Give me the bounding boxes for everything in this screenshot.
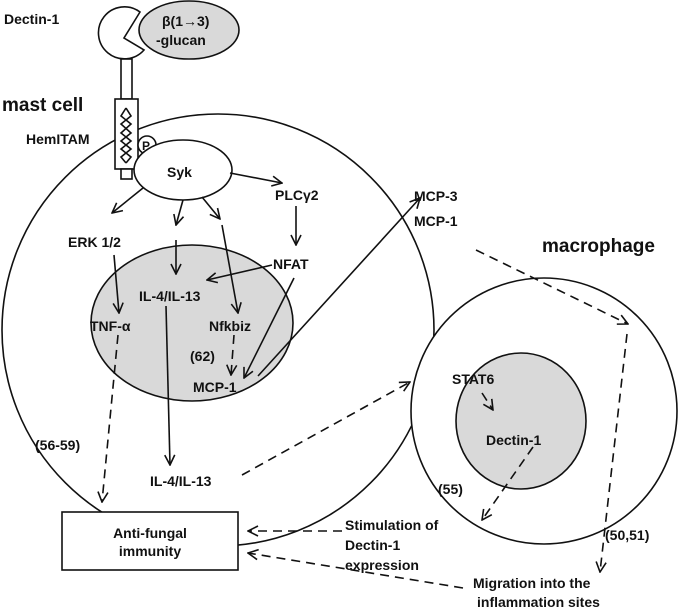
syk-label: Syk — [167, 164, 192, 180]
glucan-label-line2: -glucan — [156, 32, 206, 48]
ref56-59-label: (56-59) — [35, 437, 80, 453]
mcp1-secreted-label: MCP-1 — [414, 213, 458, 229]
glucan-ellipse — [138, 0, 240, 60]
arrow-syk-plcg2 — [229, 172, 282, 183]
hemitam-zigzag-mirror — [119, 107, 133, 164]
arrow-syk-nfkbiz-head — [201, 196, 220, 219]
arrow-syk-erk — [112, 187, 144, 213]
dash-macrophage-migration — [600, 333, 628, 572]
migration-line1: Migration into the — [473, 575, 591, 591]
nfkbiz-label: Nfkbiz — [209, 318, 251, 334]
stat6-label: STAT6 — [452, 371, 494, 387]
antifungal-line2: immunity — [119, 543, 181, 559]
receptor-stalk-upper — [120, 58, 133, 100]
mcp1-nucleus-label: MCP-1 — [193, 379, 237, 395]
migration-line2: inflammation sites — [477, 594, 600, 610]
il4-il13-secreted-label: IL-4/IL-13 — [150, 473, 212, 489]
dectin1-receptor-head — [97, 6, 146, 60]
erk-label: ERK 1/2 — [68, 234, 121, 250]
arrow-nfat-il4 — [207, 264, 273, 280]
tnf-label: TNF-α — [90, 318, 131, 334]
mast-cell-nucleus — [90, 244, 294, 402]
dash-stat6-dectin1 — [481, 392, 493, 410]
dash-il4-stat6 — [241, 382, 410, 476]
dash-nfkbiz-mcp1 — [231, 334, 234, 375]
nfat-label: NFAT — [273, 256, 309, 272]
ref50-51-label: (50,51) — [605, 527, 649, 543]
stimulation-line1: Stimulation of — [345, 517, 439, 533]
arrow-mcp1-mcp3 — [257, 198, 420, 377]
arrow-il4-secreted — [166, 305, 170, 465]
arrow-down-nfkbiz — [221, 224, 238, 313]
il4-il13-nucleus-label: IL-4/IL-13 — [139, 288, 201, 304]
plcg2-label: PLCγ2 — [275, 187, 319, 203]
hemitam-label: HemITAM — [26, 131, 90, 147]
stimulation-line3: expression — [345, 557, 419, 573]
antifungal-box — [61, 511, 239, 571]
receptor-stalk-lower — [120, 168, 133, 180]
phospho-label: P — [142, 139, 150, 153]
ref62-label: (62) — [190, 348, 215, 364]
dash-tnf-antifungal — [102, 334, 119, 502]
arrow-syk-il4-inner — [176, 199, 183, 225]
mcp3-label: MCP-3 — [414, 188, 458, 204]
arrow-nfat-mcp1 — [244, 277, 295, 378]
macrophage-label: macrophage — [542, 236, 655, 257]
antifungal-line1: Anti-fungal — [113, 525, 187, 541]
mast-cell-label: mast cell — [2, 95, 83, 116]
arrow-erk-tnf — [114, 254, 119, 313]
stimulation-line2: Dectin-1 — [345, 537, 400, 553]
dash-mcp-macrophage — [475, 249, 628, 324]
glucan-label-line1: β(1→3) — [162, 13, 209, 29]
macrophage-nucleus — [455, 352, 587, 490]
dectin1-macrophage-label: Dectin-1 — [486, 432, 541, 448]
dectin1-label: Dectin-1 — [4, 11, 59, 27]
dash-migration-antifungal — [248, 553, 464, 589]
ref55-label: (55) — [438, 481, 463, 497]
